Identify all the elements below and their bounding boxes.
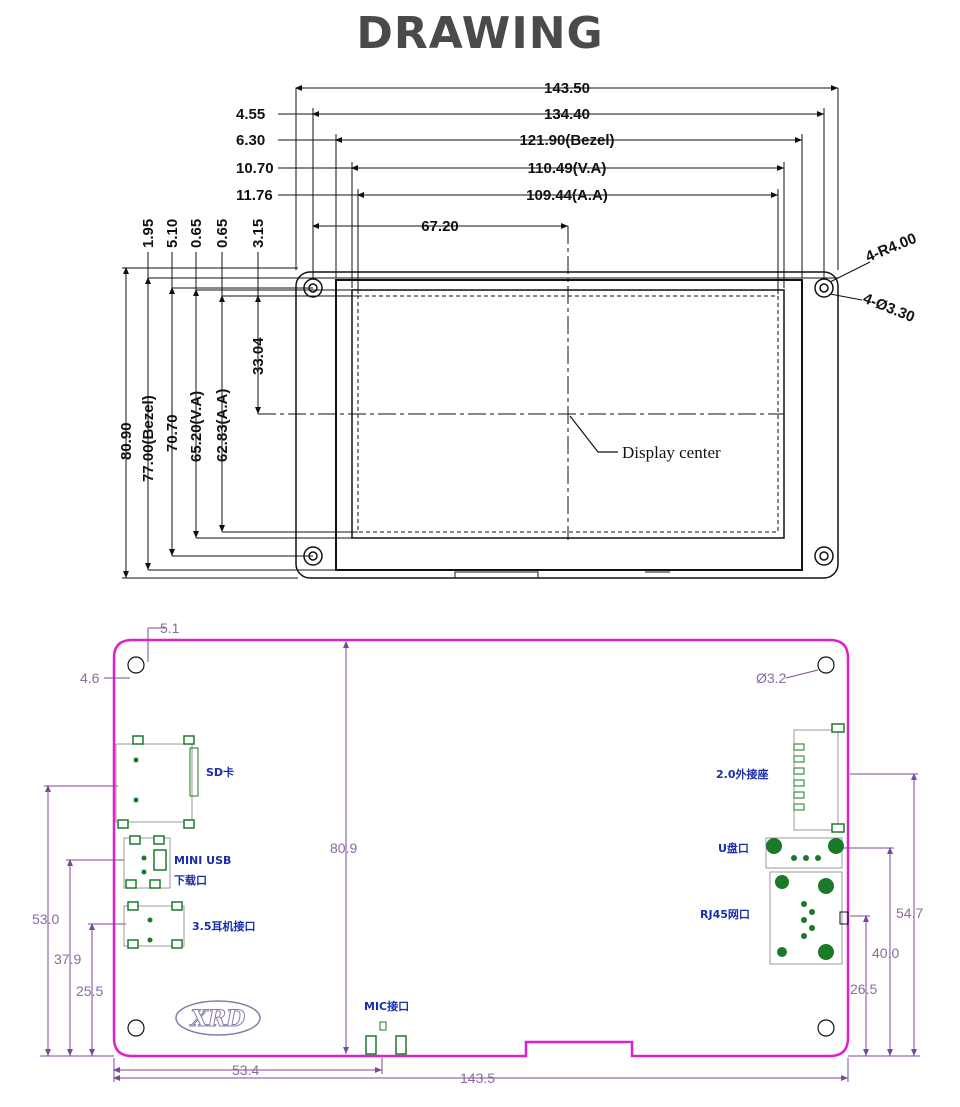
dim-board-height: 80.9 [330,840,357,856]
board-hole-tr [817,656,835,674]
dim-left-offset-4: 11.76 [236,187,273,204]
dim-height-overall: 80.90 [118,422,135,460]
dim-center-x: 67.20 [421,218,459,235]
dim-right-54: 54.7 [896,905,923,921]
dim-top-offset-1: 1.95 [140,219,157,248]
page-title: DRAWING [356,8,604,59]
label-usb-host: U盘口 [718,841,749,855]
dim-left-53: 53.0 [32,911,59,927]
dim-top-offset: 5.1 [160,620,180,636]
label-ext-connector: 2.0外接座 [716,767,769,781]
dim-height-holes: 70.70 [164,414,181,452]
label-mini-usb: MINI USB [174,854,231,867]
dim-hole-dia: Ø3.2 [756,670,787,686]
label-audio-jack: 3.5耳机接口 [192,919,256,933]
label-download-port: 下载口 [174,873,207,887]
dim-height-va: 65.20(V.A) [188,391,205,462]
dim-center-y: 33.04 [250,337,267,375]
mini-usb-port [123,835,171,889]
dim-hole-span: 134.40 [544,106,590,123]
dim-aa-width: 109.44(A.A) [526,187,608,204]
dim-left-offset-1: 4.55 [236,106,265,123]
dim-left-37: 37.9 [54,951,81,967]
board-hole-br [817,1019,835,1037]
mount-hole-tr [814,278,834,298]
dim-top-offset-3: 0.65 [188,219,205,248]
dim-left-offset-2: 6.30 [236,132,265,149]
corner-radius-label: 4-R4.00 [863,230,919,266]
dim-top-offset-4: 0.65 [214,219,231,248]
dim-bottom-53: 53.4 [232,1062,259,1078]
board-hole-tl [127,656,145,674]
dim-left-offset: 4.6 [80,670,100,686]
dim-bezel-width: 121.90(Bezel) [519,132,614,149]
dim-top-offset-2: 5.10 [164,219,181,248]
dim-left-25: 25.5 [76,983,103,999]
dim-top-offset-5: 3.15 [250,219,267,248]
dim-right-26: 26.5 [850,981,877,997]
display-center-label: Display center [622,443,721,462]
board-outline [112,638,850,1058]
label-rj45: RJ45网口 [700,908,750,921]
mic-connector [365,1021,407,1055]
usb-host-port [765,837,844,869]
dim-bottom-143: 143.5 [460,1070,495,1086]
ext-connector [793,723,845,833]
board-hole-bl [127,1019,145,1037]
sd-card-slot [115,735,199,829]
dim-height-bezel: 77.00(Bezel) [140,395,157,482]
logo-text: XRD [189,1006,245,1032]
dim-left-offset-3: 10.70 [236,160,274,177]
bezel-outline [335,279,803,571]
hole-dia-label: 4-Ø3.30 [861,290,918,326]
rj45-port [769,871,849,965]
module-outline [295,271,839,579]
top-drawing [122,85,871,579]
dim-height-aa: 62.83(A.A) [214,389,231,462]
bottom-drawing: XRD [40,627,920,1082]
dim-right-40: 40.0 [872,945,899,961]
mount-hole-br [814,546,834,566]
dim-overall-width: 143.50 [544,80,590,97]
dim-va-width: 110.49(V.A) [528,160,607,177]
audio-jack [123,901,185,949]
label-mic: MIC接口 [364,999,409,1013]
xrd-logo: XRD [175,1000,261,1036]
label-sd-card: SD卡 [206,765,234,779]
